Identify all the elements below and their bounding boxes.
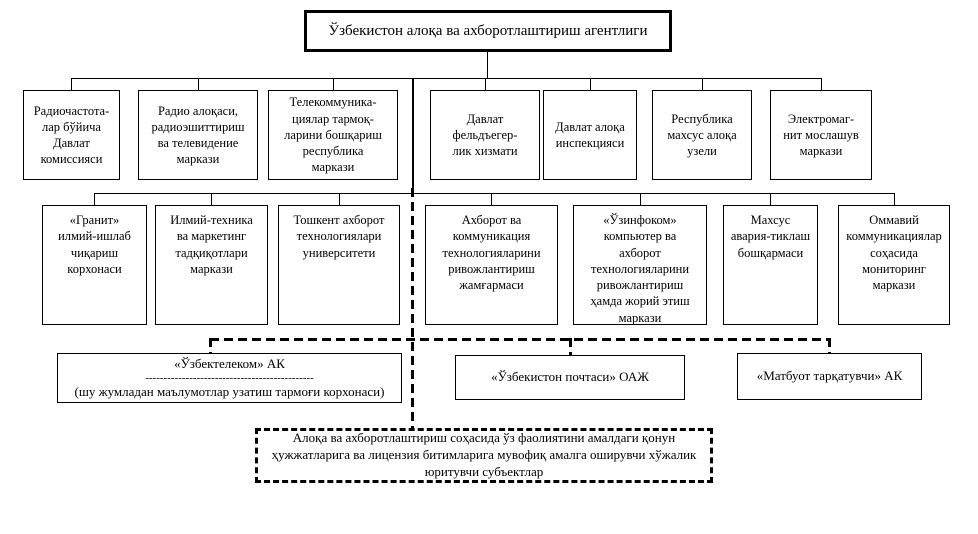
org-box-label: Давлат алоқа инспекцияси: [555, 119, 625, 150]
org-box-label: Махсус авария-тиклаш бошқармаси: [730, 213, 811, 260]
org-box-emergency-recovery-dept: Махсус авария-тиклаш бошқармаси: [723, 205, 818, 325]
org-box-uzbektelekom: «Ўзбектелеком» АК ----------------------…: [57, 353, 402, 403]
org-box-label: Оммавий коммуникациялар соҳасида монитор…: [846, 213, 942, 292]
org-box-label: Ахборот ва коммуникация технологияларини…: [442, 213, 541, 292]
org-box-label: Радиочастота- лар бўйича Давлат комиссия…: [33, 103, 110, 167]
org-box-label: Телекоммуника- циялар тармоқ- ларини бош…: [284, 95, 382, 175]
connector-tier3-drop-5: [640, 193, 641, 205]
connector-tier3-drop-2: [211, 193, 212, 205]
connector-tier3-drop-3: [339, 193, 340, 205]
connector-tier3-drop-1: [94, 193, 95, 205]
org-box-electromagnetic-center: Электромаг- нит мослашув маркази: [770, 90, 872, 180]
org-box-granit-enterprise: «Гранит» илмий-ишлаб чиқариш корхонаси: [42, 205, 147, 325]
org-box-uzinfocom-center: «Ўзинфоком» компьютер ва ахборот техноло…: [573, 205, 707, 325]
org-box-label: «Гранит» илмий-ишлаб чиқариш корхонаси: [58, 213, 131, 276]
connector-tier3-drop-4: [491, 193, 492, 205]
org-box-matbuot-tarqatuvchi: «Матбуот тарқатувчи» АК: [737, 353, 922, 400]
org-box-label: Тошкент ахборот технологиялари университ…: [293, 213, 385, 260]
org-box-label: «Ўзбекистон почтаси» ОАЖ: [491, 369, 649, 385]
org-box-subtitle: (шу жумладан маълумотлар узатиш тармоғи …: [74, 383, 385, 399]
org-box-licensed-business-entities: Алоқа ва ахборотлаштириш соҳасида ўз фао…: [255, 428, 713, 483]
org-box-title: «Ўзбектелеком» АК: [174, 356, 285, 371]
connector-tier3-bus: [94, 193, 894, 194]
org-box-telecom-network-center: Телекоммуника- циялар тармоқ- ларини бош…: [268, 90, 398, 180]
org-box-mass-comm-monitoring-center: Оммавий коммуникациялар соҳасида монитор…: [838, 205, 950, 325]
connector-tier2-drop-4: [485, 78, 486, 90]
connector-tier2-drop-3: [333, 78, 334, 90]
connector-tier2-drop-7: [821, 78, 822, 90]
connector-root-stem: [487, 52, 488, 78]
connector-tier2-drop-1: [71, 78, 72, 90]
org-box-label: Электромаг- нит мослашув маркази: [783, 111, 859, 159]
org-box-special-comm-node: Республика махсус алоқа узели: [652, 90, 752, 180]
org-box-label: Республика махсус алоқа узели: [667, 111, 737, 159]
org-box-tashkent-it-university: Тошкент ахборот технологиялари университ…: [278, 205, 400, 325]
org-box-label: Ўзбекистон алоқа ва ахборотлаштириш аген…: [328, 22, 648, 39]
connector-dashed-tier4-bus: [210, 338, 831, 341]
dashed-separator: ----------------------------------------…: [145, 372, 314, 384]
org-box-radio-tv-center: Радио алоқаси, радиоэшиттириш ва телевид…: [138, 90, 258, 180]
org-box-label: Радио алоқаси, радиоэшиттириш ва телевид…: [151, 103, 245, 167]
org-box-uzbekiston-pochtasi: «Ўзбекистон почтаси» ОАЖ: [455, 355, 685, 400]
connector-dashed-drop-pochta: [569, 338, 572, 356]
org-box-label: Илмий-техника ва маркетинг тадқиқотлари …: [170, 213, 253, 276]
connector-dashed-drop-uzbektelekom: [209, 338, 212, 354]
org-box-ict-development-fund: Ахборот ва коммуникация технологияларини…: [425, 205, 558, 325]
org-box-label: Алоқа ва ахборотлаштириш соҳасида ўз фао…: [271, 430, 697, 479]
org-box-science-marketing-center: Илмий-техника ва маркетинг тадқиқотлари …: [155, 205, 268, 325]
org-box-state-courier-service: Давлат фельдъегер- лик хизмати: [430, 90, 540, 180]
connector-tier3-drop-7: [894, 193, 895, 205]
org-box-radiofrequency-commission: Радиочастота- лар бўйича Давлат комиссия…: [23, 90, 120, 180]
org-box-agency-root: Ўзбекистон алоқа ва ахборотлаштириш аген…: [304, 10, 672, 52]
org-box-label: Давлат фельдъегер- лик хизмати: [452, 111, 518, 159]
org-box-state-comm-inspection: Давлат алоқа инспекцияси: [543, 90, 637, 180]
org-box-label: «Матбуот тарқатувчи» АК: [756, 368, 903, 384]
connector-tier2-drop-5: [590, 78, 591, 90]
org-box-label: «Ўзинфоком» компьютер ва ахборот техноло…: [590, 213, 690, 325]
connector-dashed-trunk: [411, 188, 414, 428]
connector-tier3-drop-6: [770, 193, 771, 205]
connector-tier3-trunk: [412, 78, 414, 188]
connector-tier2-drop-2: [198, 78, 199, 90]
connector-tier2-bus: [71, 78, 821, 79]
connector-tier2-drop-6: [702, 78, 703, 90]
connector-dashed-drop-matbuot: [828, 338, 831, 354]
